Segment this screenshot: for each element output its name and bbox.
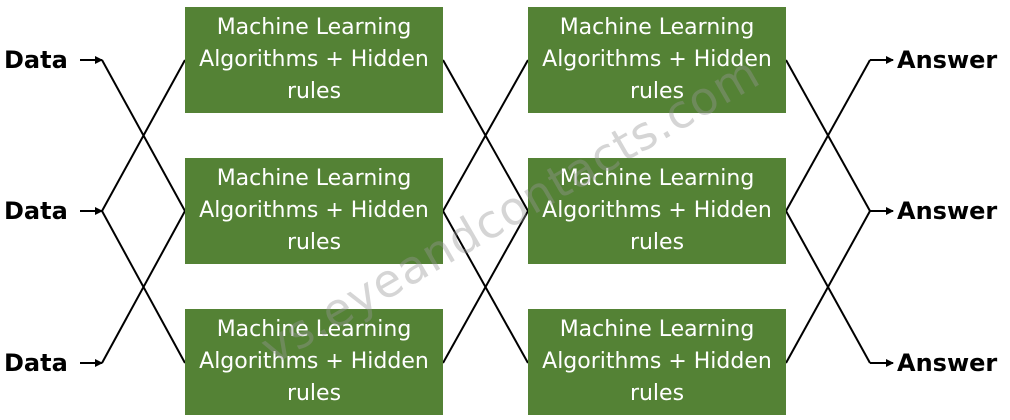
node-label: Machine Learning Algorithms + Hidden rul…: [199, 317, 429, 406]
output-label-3: Answer: [897, 349, 998, 377]
ml-node-col1-row1: Machine Learning Algorithms + Hidden rul…: [185, 7, 443, 113]
input-label-3: Data: [4, 349, 68, 377]
output-label-1: Answer: [897, 46, 998, 74]
connector: [101, 59, 186, 212]
node-label: Machine Learning Algorithms + Hidden rul…: [542, 166, 772, 255]
ml-node-col1-row2: Machine Learning Algorithms + Hidden rul…: [185, 158, 443, 264]
input-label-2: Data: [4, 197, 68, 225]
node-label: Machine Learning Algorithms + Hidden rul…: [199, 15, 429, 104]
node-label: Machine Learning Algorithms + Hidden rul…: [199, 166, 429, 255]
ml-node-col1-row3: Machine Learning Algorithms + Hidden rul…: [185, 309, 443, 415]
ml-node-col2-row2: Machine Learning Algorithms + Hidden rul…: [528, 158, 786, 264]
connector: [785, 210, 871, 364]
connector: [785, 59, 871, 212]
connector: [442, 59, 529, 212]
output-label-2: Answer: [897, 197, 998, 225]
node-label: Machine Learning Algorithms + Hidden rul…: [542, 15, 772, 104]
input-label-1: Data: [4, 46, 68, 74]
connector: [442, 210, 529, 364]
ml-node-col2-row1: Machine Learning Algorithms + Hidden rul…: [528, 7, 786, 113]
ml-node-col2-row3: Machine Learning Algorithms + Hidden rul…: [528, 309, 786, 415]
node-label: Machine Learning Algorithms + Hidden rul…: [542, 317, 772, 406]
connector: [101, 210, 186, 364]
